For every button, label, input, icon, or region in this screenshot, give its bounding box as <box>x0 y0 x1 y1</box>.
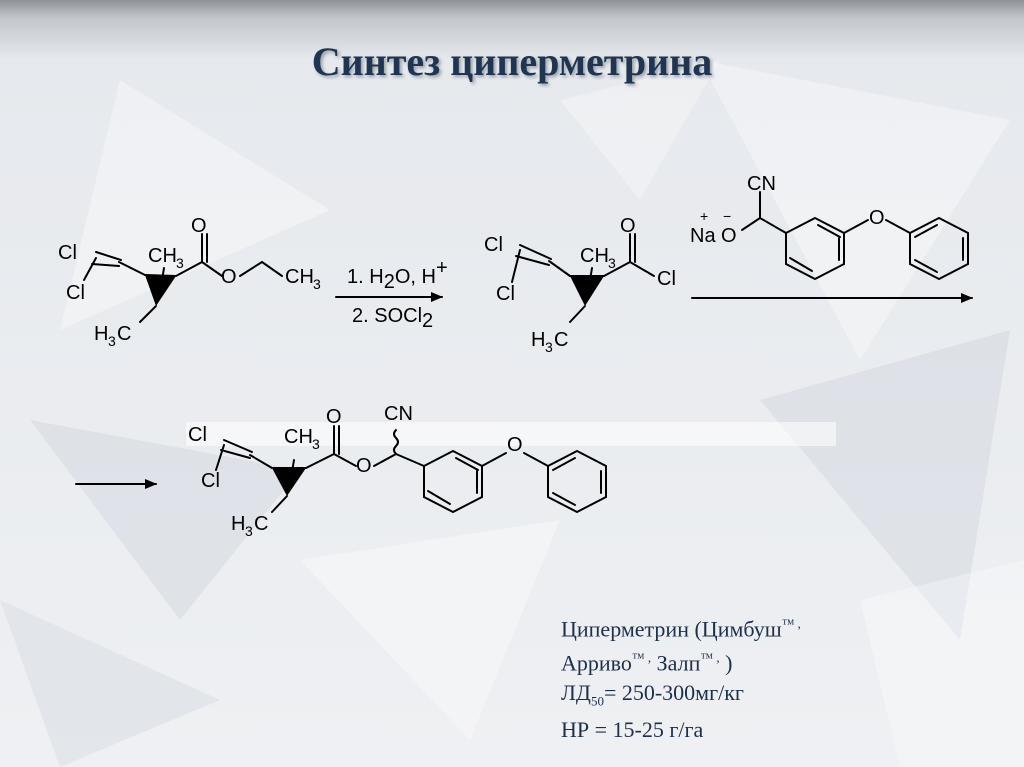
methyl-label: CH <box>285 266 314 288</box>
chlorine-label: Cl <box>484 234 503 256</box>
subscript-3: 3 <box>245 523 253 539</box>
closing-paren: ) <box>725 650 733 676</box>
chlorine-label: Cl <box>58 242 77 264</box>
subscript-3: 3 <box>608 255 616 271</box>
acid-chloride-molecule: Cl Cl CH 3 O Cl H 3 C <box>484 215 676 355</box>
subscript-3: 3 <box>545 339 553 355</box>
plus-charge: + <box>700 208 708 224</box>
condition-hydrolysis: 1. H2O, H+ <box>347 257 448 293</box>
sodium-alkoxide-reagent: CN + Na − O O <box>690 173 969 281</box>
methyl-label: CH <box>284 426 313 448</box>
trademark-mark: ™ , <box>700 650 720 666</box>
ld-label: ЛД <box>561 679 591 705</box>
methyl-label: H <box>94 323 108 345</box>
cypermethrin-info: Циперметрин (Цимбуш™ , Арриво™ , Залп™ ,… <box>561 609 921 744</box>
subscript-3: 3 <box>313 276 321 292</box>
trade-names-line: Циперметрин (Цимбуш™ , <box>561 609 921 643</box>
trademark-mark: ™ , <box>781 616 801 631</box>
sodium-label: Na <box>690 225 716 247</box>
methyl-label: C <box>117 323 131 345</box>
rate-value: = 15-25 г/га <box>594 717 704 743</box>
minus-charge: − <box>723 208 731 224</box>
reaction-arrow-1: 1. H2O, H+ 2. SOCl2 <box>335 257 448 332</box>
subscript-3: 3 <box>108 333 116 349</box>
oxygen-label: O <box>507 434 523 456</box>
methyl-label: H <box>231 513 245 535</box>
ethyl-ester-molecule: Cl Cl CH 3 O O CH 3 H 3 C <box>58 215 321 349</box>
cyano-label: CN <box>747 173 776 195</box>
application-rate-line: НР = 15-25 г/га <box>561 715 921 744</box>
ld-subscript: 50 <box>590 693 604 709</box>
oxygen-label: O <box>191 215 207 237</box>
trade-name-zalp: Залп <box>656 650 701 676</box>
trade-name-arrivo: Арриво <box>561 650 632 676</box>
rate-label: НР <box>561 717 590 743</box>
chlorine-label: Cl <box>66 282 85 304</box>
oxygen-label: O <box>620 215 636 237</box>
trade-names-line-2: Арриво™ , Залп™ , ) <box>561 643 921 677</box>
ld50-line: ЛД50= 250-300мг/кг <box>561 678 921 715</box>
chlorine-label: Cl <box>188 424 207 446</box>
cypermethrin-molecule: Cl Cl CH 3 O O CN O H 3 C <box>188 403 607 539</box>
cyano-label: CN <box>384 403 413 425</box>
chlorine-label: Cl <box>496 283 515 305</box>
oxygen-label: O <box>326 406 342 428</box>
methyl-label: CH <box>580 245 609 267</box>
condition-thionyl-chloride: 2. SOCl2 <box>352 305 433 332</box>
oxygen-label: O <box>721 225 737 247</box>
methyl-label: C <box>554 329 568 351</box>
chlorine-label: Cl <box>201 470 220 492</box>
chlorine-label: Cl <box>657 268 676 290</box>
methyl-label: C <box>254 513 268 535</box>
oxygen-label: O <box>221 266 237 288</box>
trade-names-text: Циперметрин (Цимбуш <box>561 616 782 642</box>
methyl-label: H <box>531 329 545 351</box>
subscript-3: 3 <box>312 436 320 452</box>
trademark-mark: ™ , <box>631 650 652 666</box>
ld-value: = 250-300мг/кг <box>603 679 744 705</box>
slide-title: Синтез циперметрина <box>311 39 713 84</box>
subscript-3: 3 <box>176 255 184 271</box>
oxygen-label: O <box>869 207 885 229</box>
oxygen-label: O <box>356 455 372 477</box>
methyl-label: CH <box>148 245 177 267</box>
